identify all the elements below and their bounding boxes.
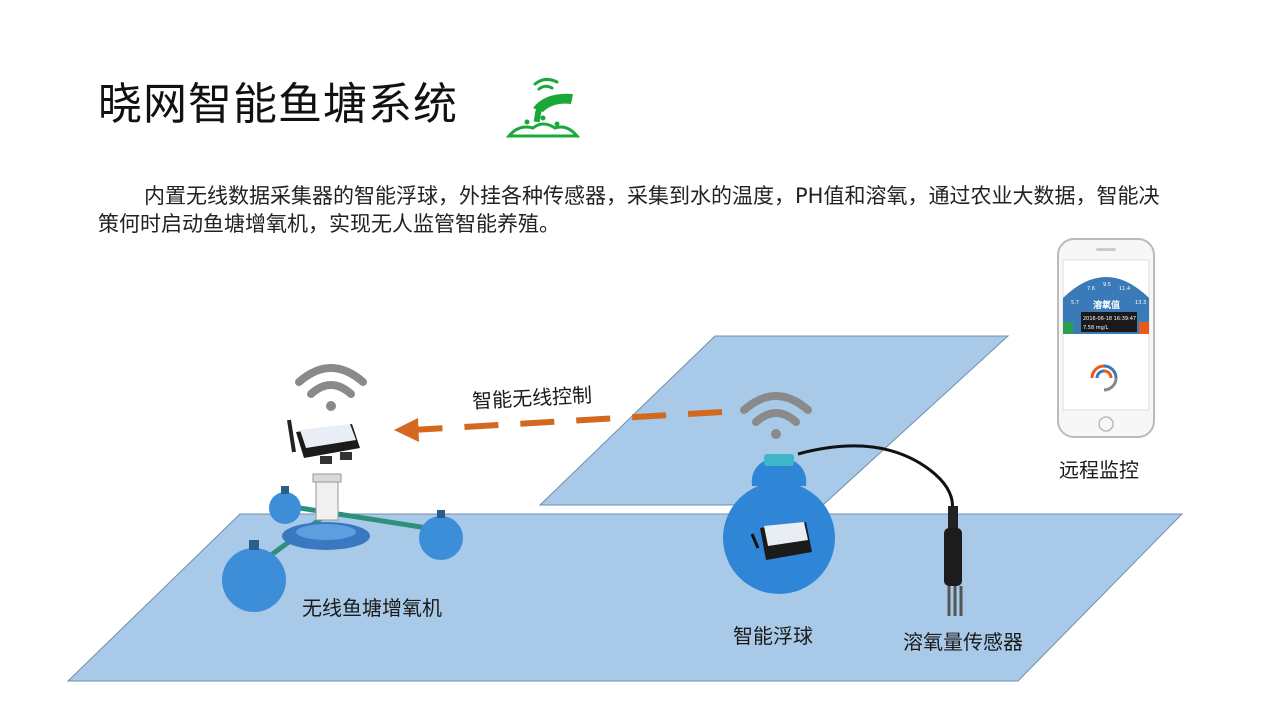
do-sensor-icon bbox=[944, 506, 963, 616]
phone-tick-2: 7.6 bbox=[1087, 286, 1095, 292]
description-paragraph: 内置无线数据采集器的智能浮球，外挂各种传感器，采集到水的温度，PH值和溶氧，通过… bbox=[98, 184, 1160, 236]
smart-buoy-icon bbox=[723, 444, 955, 594]
wifi-icon-buoy bbox=[740, 392, 812, 439]
water-plane-main bbox=[66, 513, 1184, 682]
page-title: 晓网智能鱼塘系统 bbox=[98, 79, 458, 130]
phone-tick-5: 13.3 bbox=[1135, 300, 1146, 306]
phone-timestamp: 2016-06-18 16:39:47 bbox=[1083, 316, 1136, 322]
remote-monitor-label: 远程监控 bbox=[1059, 458, 1139, 482]
smartphone-icon: 5.7 7.6 9.5 11.4 13.3 溶氧值 2016-06-18 16:… bbox=[1057, 238, 1155, 438]
wifi-icon-aerator bbox=[295, 364, 367, 411]
phone-reading: 7.58 mg/L bbox=[1083, 325, 1108, 331]
do-sensor-label: 溶氧量传感器 bbox=[903, 630, 1023, 654]
phone-gauge-title: 溶氧值 bbox=[1093, 299, 1120, 311]
aerator-machine-icon bbox=[222, 473, 463, 612]
control-arrowhead bbox=[394, 418, 419, 442]
phone-app-logo-icon bbox=[1090, 364, 1118, 392]
smart-buoy-label: 智能浮球 bbox=[733, 624, 813, 648]
phone-tick-1: 5.7 bbox=[1071, 300, 1079, 306]
aerator-label: 无线鱼塘增氧机 bbox=[302, 596, 442, 620]
phone-tick-3: 9.5 bbox=[1103, 282, 1111, 288]
brand-logo-icon bbox=[505, 77, 581, 138]
phone-tick-4: 11.4 bbox=[1119, 286, 1130, 292]
aerator-controller-icon bbox=[287, 419, 360, 464]
